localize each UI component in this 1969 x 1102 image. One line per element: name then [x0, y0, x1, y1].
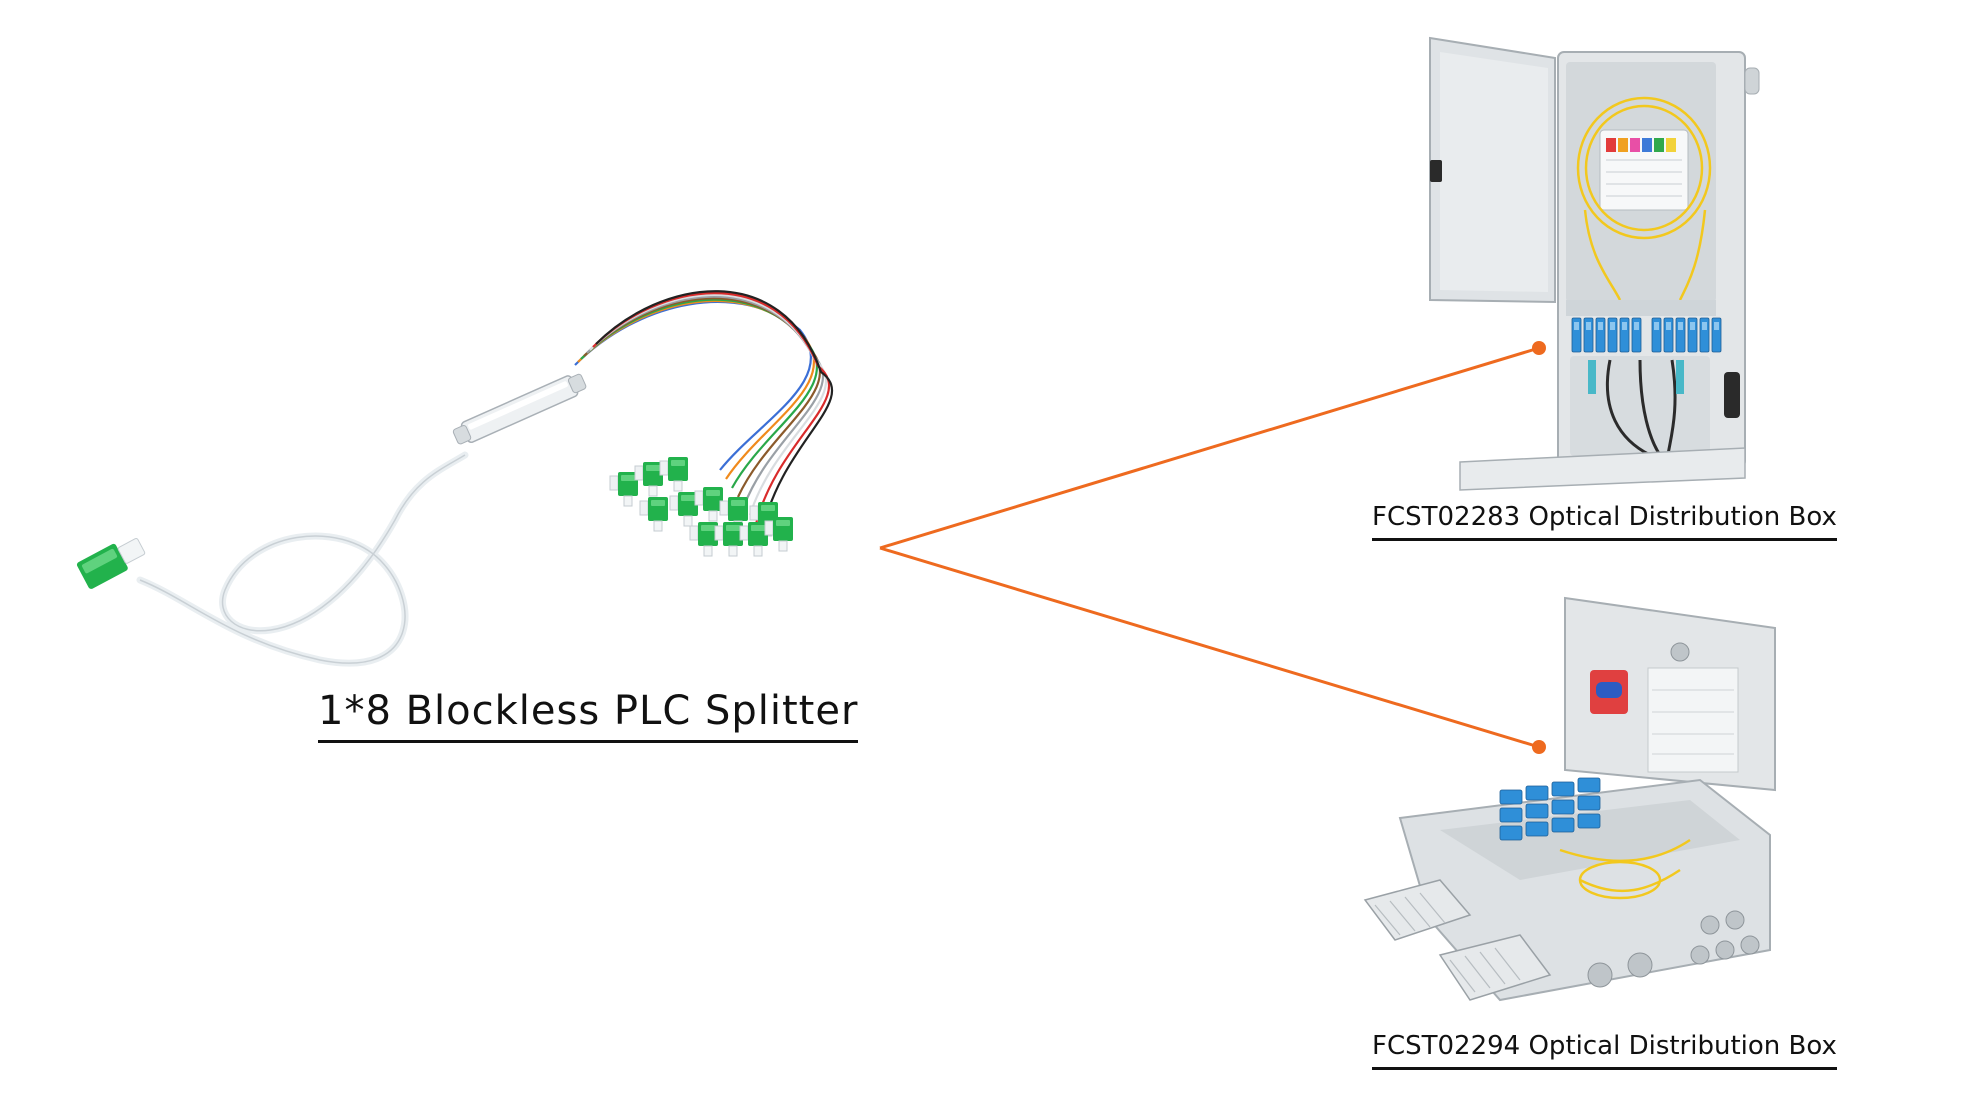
- sc-upc-adapter: [1499, 807, 1523, 823]
- output-fiber: [574, 300, 812, 471]
- link-line-to-box1: [879, 346, 1540, 550]
- sc-upc-adapter: [1499, 825, 1523, 841]
- output-fiber-bundle: [574, 290, 834, 534]
- output-sc-apc-connectors: [609, 457, 793, 557]
- input-fiber-loop: [136, 451, 469, 667]
- sc-apc-connector: [714, 522, 743, 557]
- splitter-caption: 1*8 Blockless PLC Splitter: [318, 688, 859, 743]
- sc-upc-adapter: [1577, 795, 1601, 811]
- sc-upc-adapter: [1525, 821, 1549, 837]
- plc-splitter-image: [76, 290, 834, 667]
- box2-blue-adapters: [1499, 777, 1601, 841]
- sc-apc-connector: [659, 457, 688, 492]
- sc-upc-adapter: [1551, 799, 1575, 815]
- sc-upc-adapter: [1551, 781, 1575, 797]
- sc-apc-connector: [669, 492, 698, 527]
- sc-upc-adapter: [1551, 817, 1575, 833]
- box1-caption: FCST02283 Optical Distribution Box: [1372, 502, 1837, 541]
- box1-blue-adapters: [1571, 317, 1722, 353]
- box1-bottom-flap: [1459, 447, 1746, 491]
- sc-upc-adapter: [1577, 813, 1601, 829]
- sc-upc-adapter: [1525, 803, 1549, 819]
- sc-upc-adapter: [1525, 785, 1549, 801]
- box2-caption: FCST02294 Optical Distribution Box: [1372, 1031, 1837, 1070]
- input-sc-apc-connector: [76, 538, 146, 589]
- output-fiber: [583, 297, 822, 498]
- splitter-steel-tube: [452, 373, 587, 445]
- fcst02294-box-image: [1363, 596, 1776, 1002]
- sc-apc-connector: [689, 522, 718, 557]
- output-fiber: [595, 290, 834, 534]
- sc-apc-connector: [639, 497, 668, 532]
- fcst02283-box-image: [1429, 36, 1760, 491]
- link-line-to-box2: [879, 546, 1540, 749]
- sc-apc-connector: [609, 472, 638, 507]
- sc-upc-adapter: [1577, 777, 1601, 793]
- sc-apc-connector: [739, 522, 768, 557]
- relationship-lines: [879, 341, 1546, 754]
- sc-apc-connector: [764, 517, 793, 552]
- sc-apc-connector: [634, 462, 663, 497]
- sc-upc-adapter: [1499, 789, 1523, 805]
- sc-apc-connector: [694, 487, 723, 522]
- link-endpoint-box2: [1532, 740, 1546, 754]
- link-endpoint-box1: [1532, 341, 1546, 355]
